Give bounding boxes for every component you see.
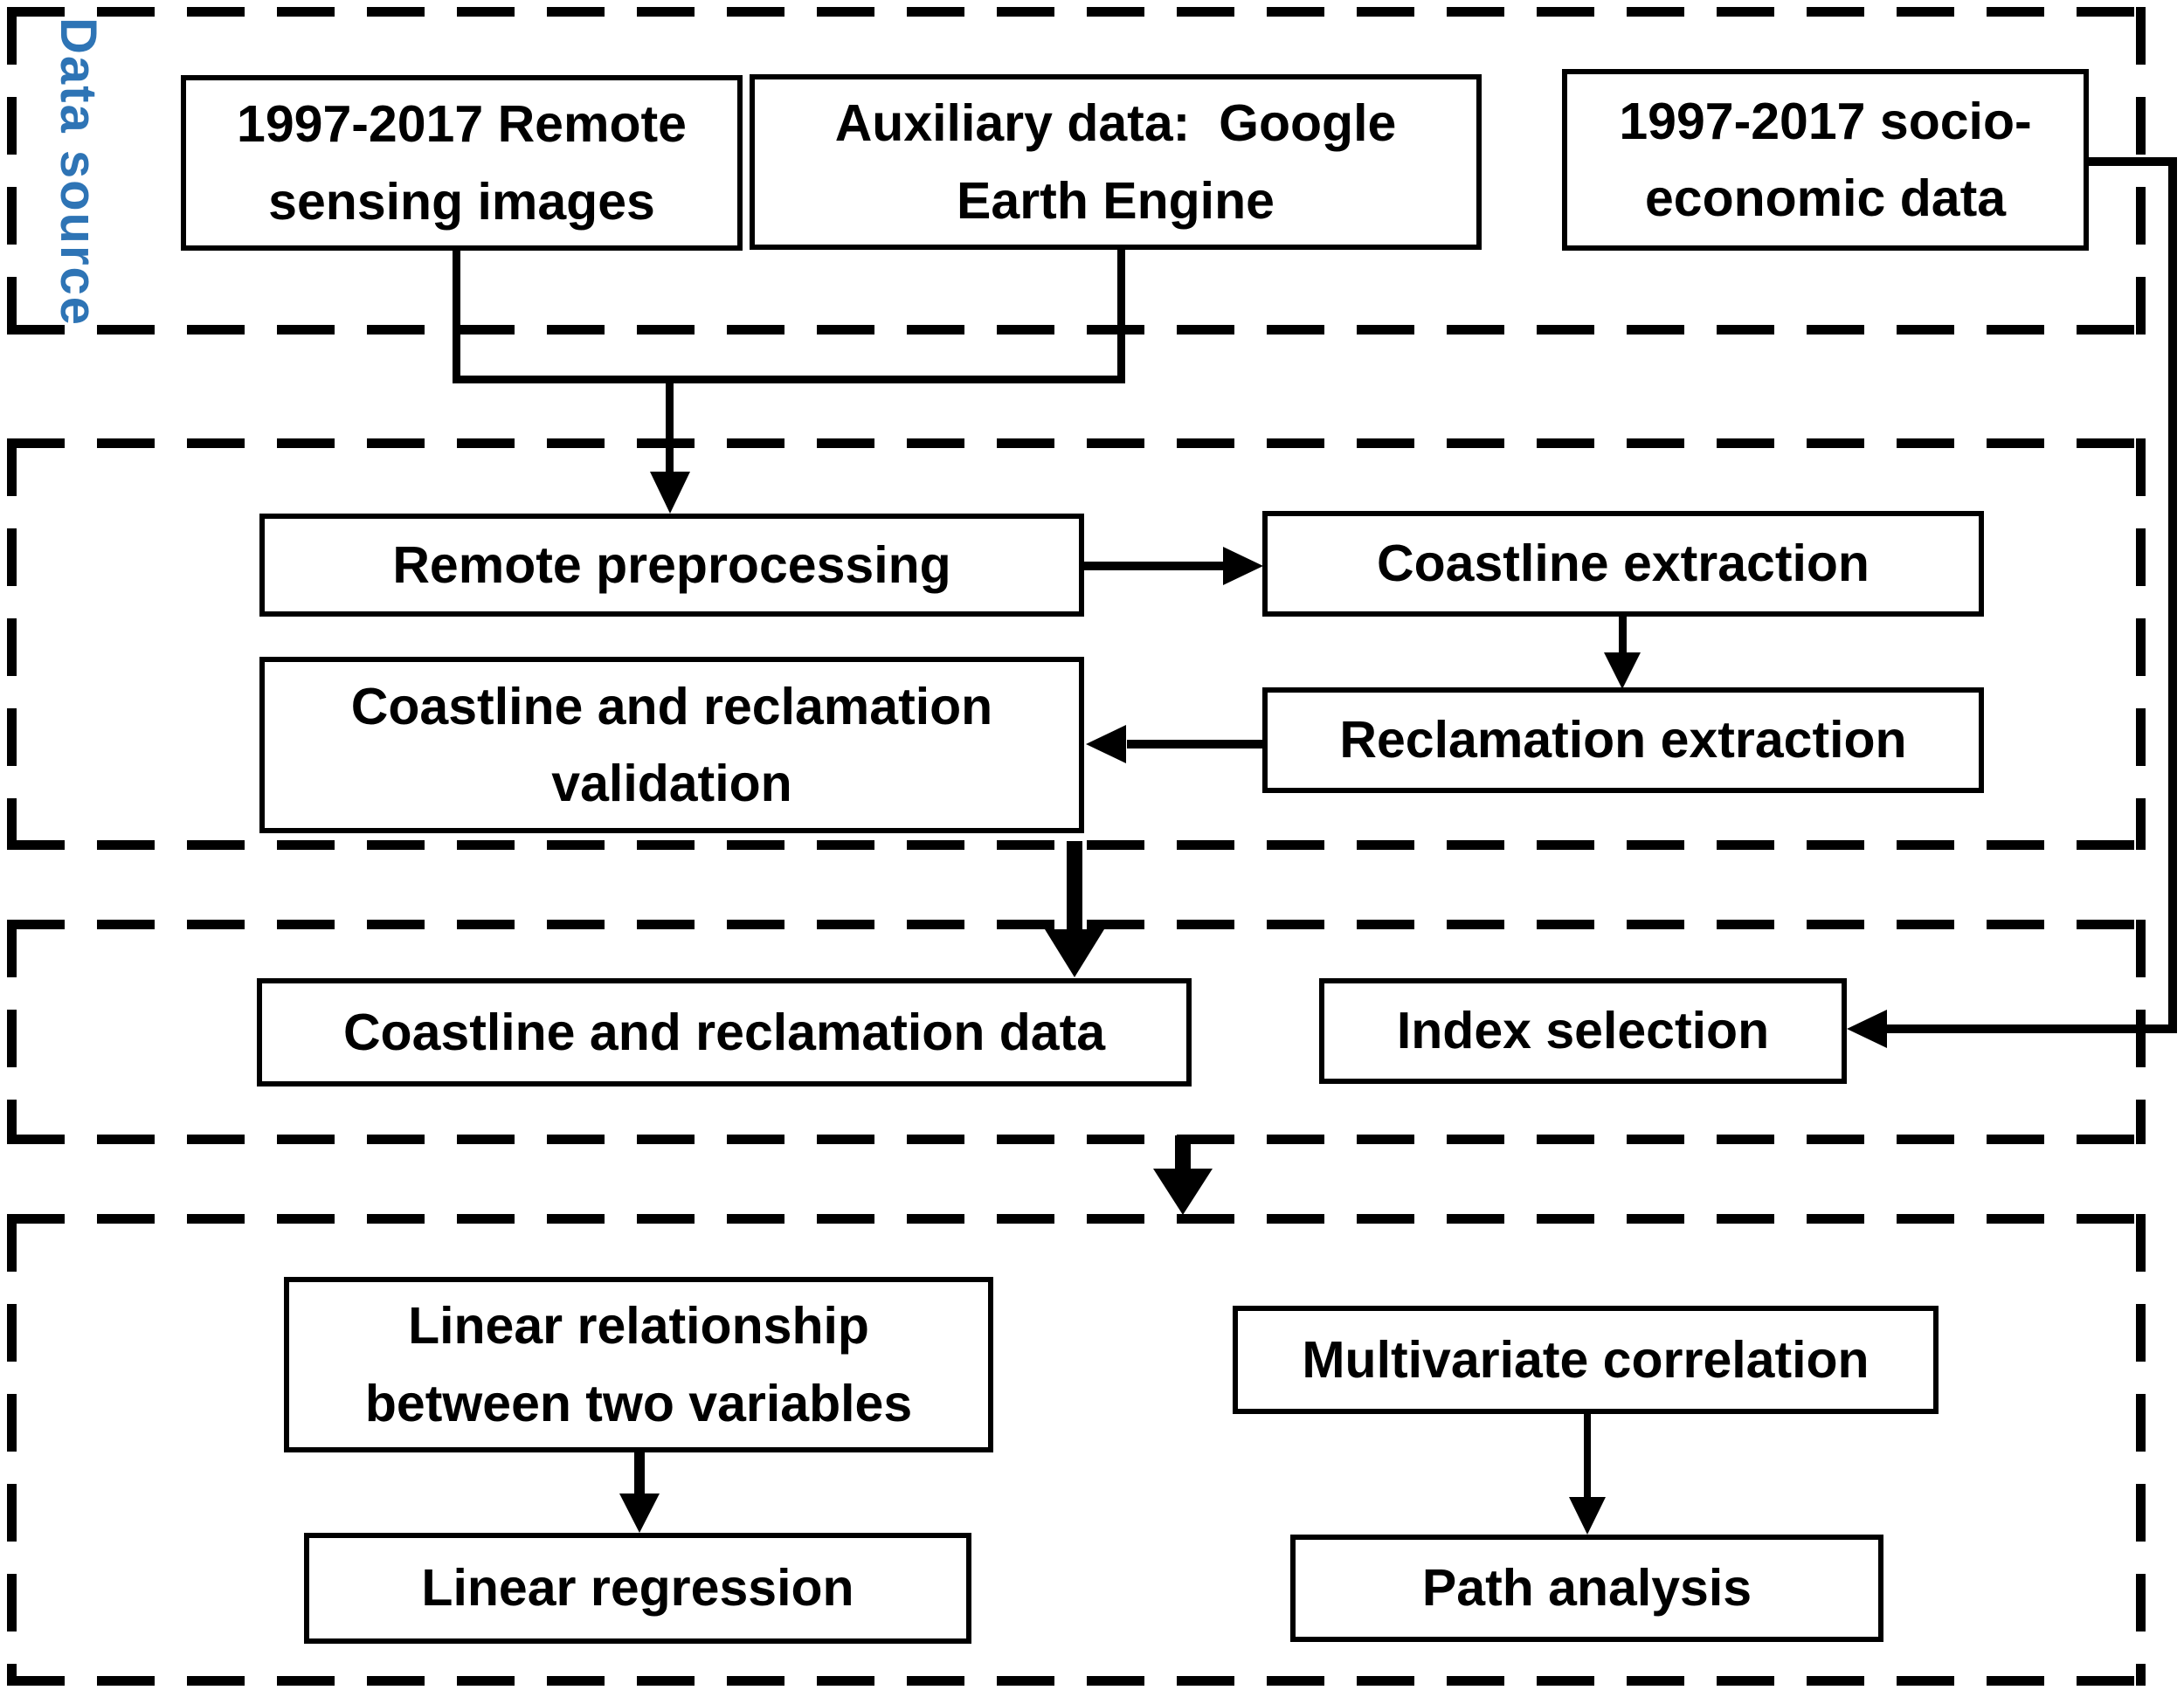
section-border-right	[2136, 438, 2146, 850]
node-linear-regression: Linear regression	[304, 1533, 971, 1644]
node-path-analysis: Path analysis	[1290, 1535, 1883, 1642]
arrow-section3-to-section4	[1175, 1135, 1191, 1172]
section-border-left	[7, 1214, 17, 1686]
connector-remote-sensing-down	[453, 249, 460, 383]
arrow-preprocessing-to-coastline	[1083, 562, 1225, 570]
arrow-reclamation-to-validation-head	[1086, 725, 1126, 763]
arrow-section2-to-data	[1067, 841, 1082, 933]
node-auxiliary-data: Auxiliary data: Google Earth Engine	[750, 74, 1482, 250]
section-border-top	[7, 438, 2146, 448]
node-coastline-extraction: Coastline extraction	[1262, 511, 1984, 617]
node-coastline-reclamation-data: Coastline and reclamation data	[257, 978, 1192, 1086]
arrow-coastline-to-reclamation-head	[1604, 652, 1641, 689]
section-border-left	[7, 920, 17, 1144]
arrow-section3-to-section4-head	[1153, 1169, 1213, 1215]
section-border-top	[7, 7, 2146, 17]
section-border-left	[7, 438, 17, 850]
connector-socio-vertical	[2168, 157, 2177, 1033]
node-multivariate-correlation: Multivariate correlation	[1233, 1306, 1939, 1414]
section-border-left	[7, 7, 17, 335]
arrow-socio-to-index	[1885, 1024, 2177, 1033]
section-border-bottom	[7, 325, 2146, 335]
node-reclamation-extraction: Reclamation extraction	[1262, 687, 1984, 793]
connector-socio-horizontal	[2086, 157, 2177, 166]
section-border-right	[2136, 1214, 2146, 1686]
arrow-coastline-to-reclamation	[1619, 616, 1627, 654]
node-coastline-reclamation-validation: Coastline and reclamation validation	[259, 657, 1084, 833]
arrow-multivariate-to-path-head	[1569, 1497, 1606, 1535]
section-border-bottom	[7, 1676, 2146, 1686]
connector-auxiliary-down	[1117, 247, 1125, 383]
node-remote-preprocessing: Remote preprocessing	[259, 514, 1084, 617]
arrow-multivariate-to-path	[1584, 1413, 1591, 1500]
section-analysis	[7, 1214, 2146, 1686]
arrow-linear-relationship-to-regression	[634, 1452, 645, 1497]
section-border-top	[7, 1214, 2146, 1224]
node-linear-relationship: Linear relationship between two variable…	[284, 1277, 993, 1452]
arrow-section2-to-data-head	[1045, 929, 1104, 977]
node-socio-economic-data: 1997-2017 socio-economic data	[1562, 69, 2089, 251]
arrow-reclamation-to-validation	[1127, 740, 1262, 748]
arrow-to-remote-preprocessing-head	[650, 472, 690, 514]
connector-merge-horizontal	[453, 376, 1125, 383]
arrow-preprocessing-to-coastline-head	[1223, 547, 1263, 585]
arrow-linear-relationship-to-regression-head	[619, 1493, 660, 1533]
node-index-selection: Index selection	[1319, 978, 1847, 1084]
section-border-right	[2136, 7, 2146, 335]
arrow-to-remote-preprocessing	[666, 376, 674, 473]
section-data-source	[7, 7, 2146, 335]
arrow-socio-to-index-head	[1847, 1010, 1887, 1048]
section-border-bottom	[7, 1135, 2146, 1144]
node-remote-sensing-images: 1997-2017 Remote sensing images	[181, 75, 743, 251]
data-source-label: Data source	[50, 17, 107, 328]
